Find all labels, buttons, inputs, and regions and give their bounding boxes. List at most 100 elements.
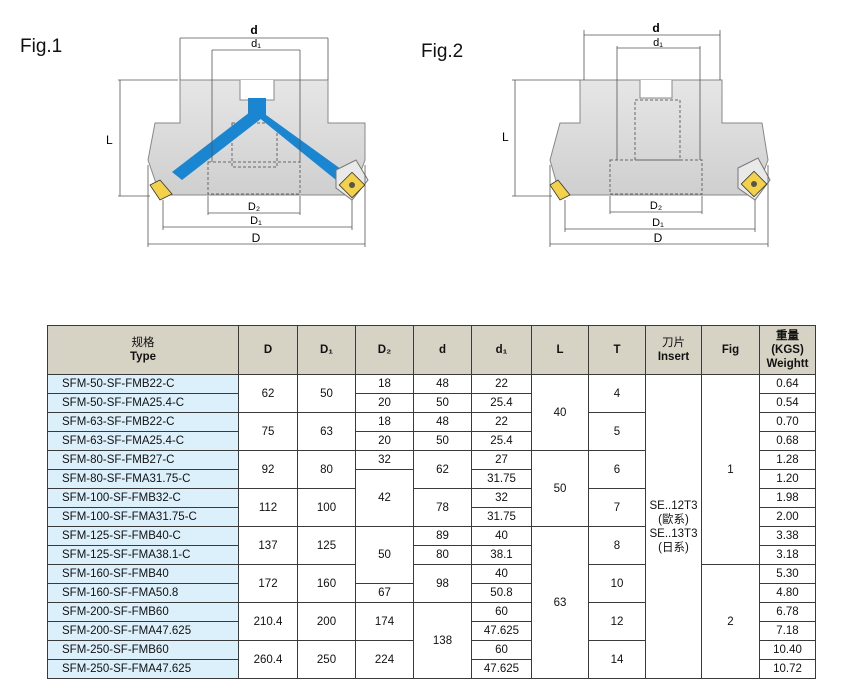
cell-weight: 3.38: [759, 526, 816, 546]
cell-D: 210.4: [238, 602, 298, 641]
fig1-dim-D: D: [252, 231, 261, 245]
cell-d1: 31.75: [471, 469, 532, 489]
cell-D: 62: [238, 374, 298, 413]
cell-weight: 7.18: [759, 621, 816, 641]
cell-D1: 200: [297, 602, 356, 641]
cell-D2: 50: [355, 526, 414, 584]
cell-type: SFM-80-SF-FMA31.75-C: [47, 469, 239, 489]
table-row: SFM-80-SF-FMA31.75-C 42 31.75 1.20: [47, 469, 816, 527]
cell-D1: 63: [297, 412, 356, 451]
cell-type: SFM-63-SF-FMB22-C: [47, 412, 239, 432]
cell-T: 7: [588, 488, 646, 527]
cell-T: 10: [588, 564, 646, 603]
table-row: SFM-125-SF-FMA38.1-C 80 38.1 3.18: [47, 545, 816, 565]
cell-d: 48: [413, 412, 472, 432]
fig1-drawing: d d₁ L D₂ D₁ D d d₁ L D₂ D₁ D: [106, 21, 771, 247]
cell-d1: 25.4: [471, 431, 532, 451]
cell-d1: 47.625: [471, 621, 532, 641]
cell-type: SFM-160-SF-FMA50.8: [47, 583, 239, 603]
fig1-dim-d1: d₁: [251, 38, 261, 50]
table-row: SFM-200-SF-FMA47.625 47.625 7.18: [47, 621, 816, 641]
cell-D2: 174: [355, 602, 414, 641]
cell-d1: 40: [471, 564, 532, 584]
cell-weight: 2.00: [759, 507, 816, 527]
cell-type: SFM-100-SF-FMA31.75-C: [47, 507, 239, 527]
fig1-dim-D1: D₁: [250, 215, 262, 227]
cell-weight: 0.68: [759, 431, 816, 451]
cell-D1: 80: [297, 450, 356, 489]
table-row: SFM-250-SF-FMB60 260.4 250 224 60 14 10.…: [47, 640, 816, 679]
fig2-dim-L: L: [502, 130, 509, 144]
cell-D: 137: [238, 526, 298, 565]
cell-D2: 20: [355, 431, 414, 451]
fig2-dim-d: d: [652, 21, 659, 35]
fig2-insert-left: [549, 179, 571, 201]
fig1-dim-d: d: [250, 23, 257, 37]
cell-L: 63: [531, 526, 589, 679]
fig2-cutter-body: [549, 79, 769, 196]
fig2-dim-D2: D₂: [650, 200, 662, 212]
cell-type: SFM-200-SF-FMA47.625: [47, 621, 239, 641]
cell-D2: 32: [355, 450, 414, 470]
cell-d1: 47.625: [471, 659, 532, 679]
cell-D1: 50: [297, 374, 356, 413]
cell-D2: 18: [355, 374, 414, 394]
cell-type: SFM-100-SF-FMB32-C: [47, 488, 239, 508]
fig2-insert-right: [737, 157, 771, 201]
header-D2: D₂: [355, 325, 414, 375]
cell-type: SFM-160-SF-FMB40: [47, 564, 239, 584]
cell-D2: 42: [355, 469, 414, 527]
cell-d1: 22: [471, 412, 532, 432]
table-row: SFM-200-SF-FMB60 210.4 200 174 138 60 12…: [47, 602, 816, 679]
header-d1: d₁: [471, 325, 532, 375]
cell-weight: 0.70: [759, 412, 816, 432]
cell-d1: 31.75: [471, 507, 532, 527]
cell-D: 92: [238, 450, 298, 489]
cell-d: 80: [413, 545, 472, 565]
table-row: SFM-50-SF-FMB22-C 62 50 18 48 22 40 4 SE…: [47, 374, 816, 679]
cell-d1: 50.8: [471, 583, 532, 603]
cell-type: SFM-80-SF-FMB27-C: [47, 450, 239, 470]
cell-weight: 0.54: [759, 393, 816, 413]
fig2-dim-D1: D₁: [652, 217, 664, 229]
cell-d: 138: [413, 602, 472, 679]
cell-type: SFM-50-SF-FMA25.4-C: [47, 393, 239, 413]
cell-fig: 2: [701, 564, 760, 679]
cell-D1: 125: [297, 526, 356, 565]
cell-weight: 1.28: [759, 450, 816, 470]
cell-weight: 5.30: [759, 564, 816, 584]
cell-T: 14: [588, 640, 646, 679]
cell-T: 12: [588, 602, 646, 641]
cell-L: 40: [531, 374, 589, 451]
cell-type: SFM-250-SF-FMA47.625: [47, 659, 239, 679]
header-L: L: [531, 325, 589, 375]
cell-d1: 27: [471, 450, 532, 470]
cell-L: 50: [531, 450, 589, 527]
header-D: D: [238, 325, 298, 375]
fig2-dim-d1: d₁: [653, 37, 663, 49]
table-row: SFM-63-SF-FMB22-C 75 63 18 48 22 5 0.70: [47, 412, 816, 451]
header-weight: 重量(KGS)Weightt: [759, 325, 816, 375]
cell-D: 260.4: [238, 640, 298, 679]
cell-D2: 224: [355, 640, 414, 679]
cell-T: 5: [588, 412, 646, 451]
cell-type: SFM-250-SF-FMB60: [47, 640, 239, 660]
fig1-insert-left: [149, 179, 173, 201]
cell-D: 172: [238, 564, 298, 603]
cell-D2: 67: [355, 583, 414, 603]
cell-weight: 6.78: [759, 602, 816, 622]
header-D1: D₁: [297, 325, 356, 375]
header-fig: Fig: [701, 325, 760, 375]
table-row: SFM-63-SF-FMA25.4-C 20 50 25.4 0.68: [47, 431, 816, 451]
cell-T: 8: [588, 526, 646, 565]
cell-weight: 3.18: [759, 545, 816, 565]
cell-weight: 1.98: [759, 488, 816, 508]
header-T: T: [588, 325, 646, 375]
table-row: SFM-80-SF-FMB27-C 92 80 32 62 27 50 6 1.…: [47, 450, 816, 527]
cell-d1: 60: [471, 640, 532, 660]
cell-weight: 4.80: [759, 583, 816, 603]
